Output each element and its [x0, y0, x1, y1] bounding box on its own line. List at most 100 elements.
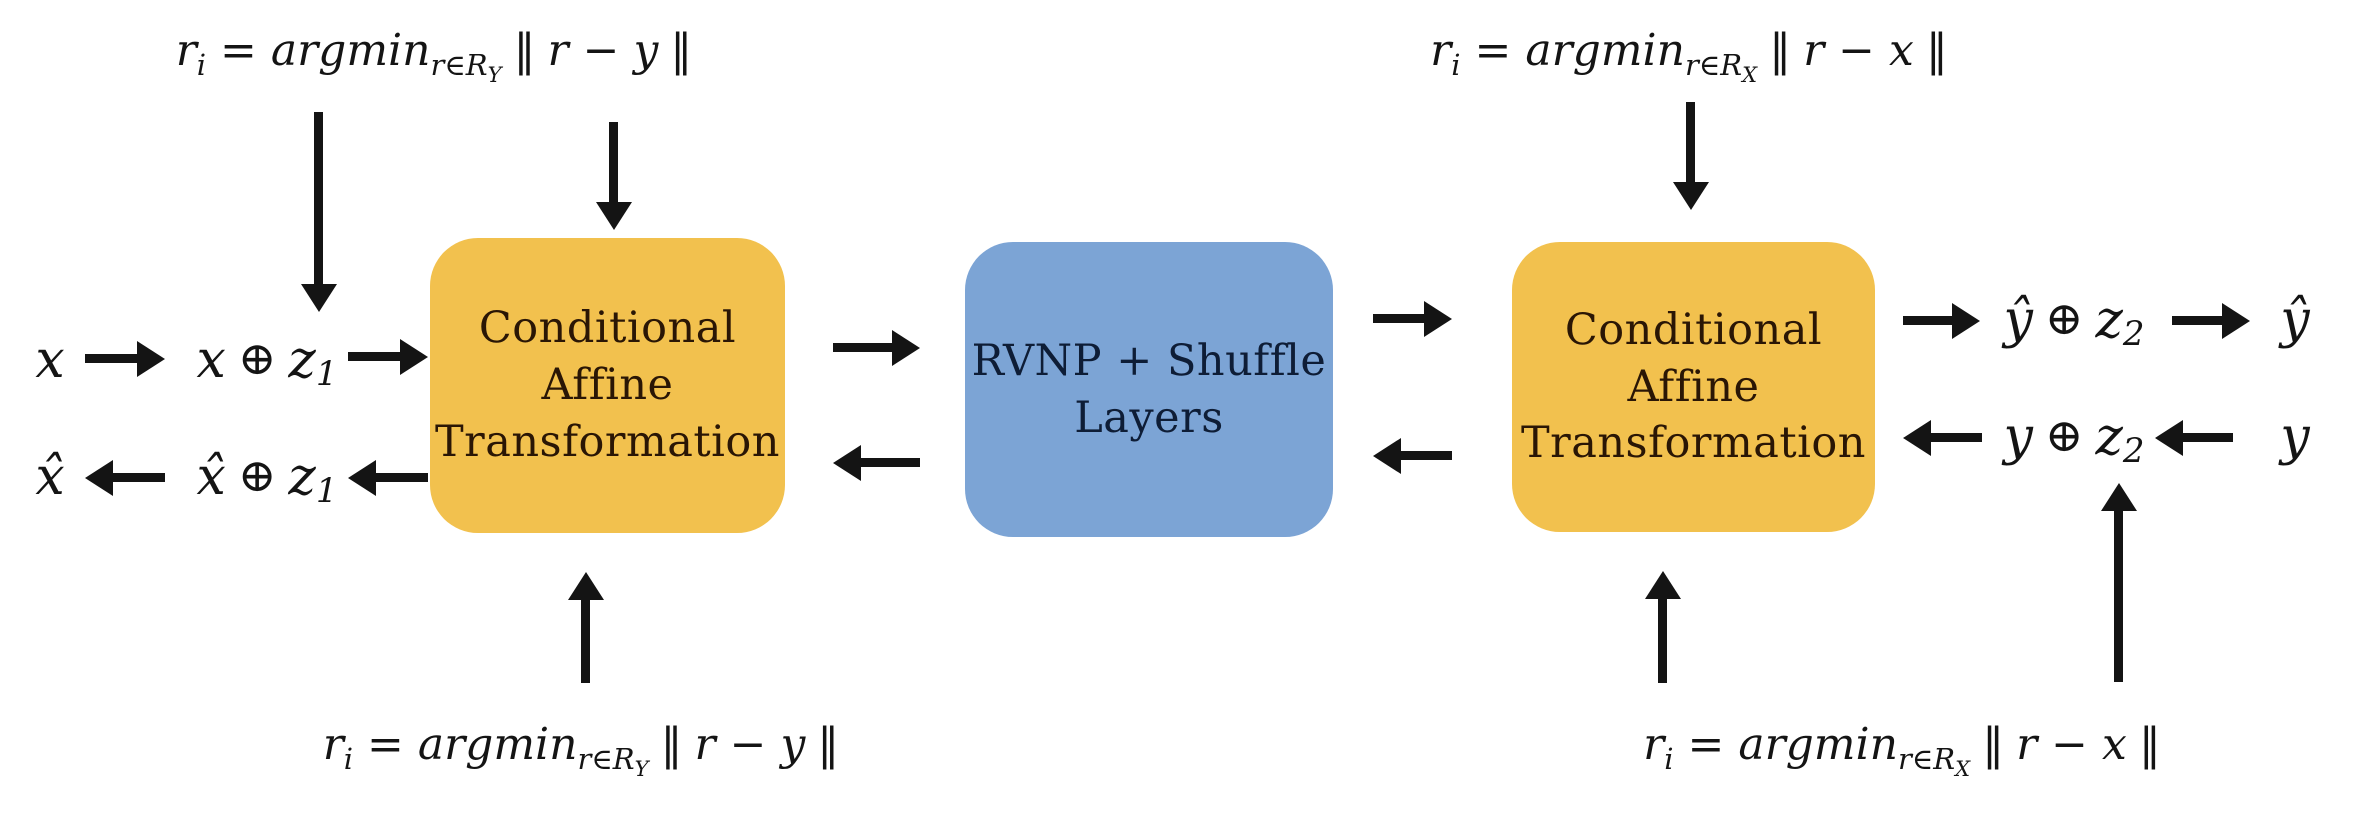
equals-sign: =	[1687, 719, 1725, 770]
norm-bar: ‖	[1925, 25, 1948, 76]
equals-sign: =	[220, 25, 257, 76]
var-z: z	[288, 447, 316, 507]
norm-bar: ‖	[670, 25, 693, 76]
label-y-hat-output: ŷ	[2250, 285, 2340, 355]
var-z: z	[288, 330, 316, 390]
formula-cond: r∈R	[577, 741, 635, 776]
minus-sign: −	[2051, 719, 2088, 770]
arrow-y-to-y-xor	[2183, 433, 2233, 442]
var-z-sub: 2	[2122, 431, 2145, 471]
box-label-line: Transformation	[434, 416, 781, 467]
formula-target: y	[633, 25, 659, 76]
var-y: y	[2280, 407, 2310, 467]
arrow-formula-topright-to-right-box	[1686, 102, 1695, 182]
arrow-formula-bottomright-to-right-box	[1658, 599, 1667, 683]
formula-lhs-sub: i	[343, 741, 354, 776]
norm-bar: ‖	[817, 719, 840, 770]
norm-bar: ‖	[660, 719, 683, 770]
formula-cond: r∈R	[1897, 741, 1956, 776]
box-label-line: RVNP + Shuffle	[971, 335, 1327, 386]
xor-icon: ⊕	[2044, 408, 2084, 462]
var-x: x	[196, 330, 226, 390]
label-y-input: y	[2250, 402, 2340, 472]
box-conditional-affine-left: Conditional Affine Transformation	[430, 238, 785, 533]
box-rvnp-shuffle-layers-label: RVNP + Shuffle Layers	[972, 333, 1327, 447]
formula-lhs-sub: i	[1664, 741, 1674, 776]
var-y-hat: ŷ	[2003, 290, 2033, 350]
formula-var: r	[2016, 719, 2038, 770]
label-x-input: x	[10, 325, 90, 395]
minus-sign: −	[582, 25, 620, 76]
formula-lhs: r	[1430, 25, 1452, 76]
xor-icon: ⊕	[2044, 291, 2084, 345]
var-x-hat: x̂	[35, 447, 65, 507]
box-label-line: Affine	[541, 360, 674, 411]
box-conditional-affine-right: Conditional Affine Transformation	[1512, 242, 1875, 532]
arrow-formula-topleft-to-left-box	[609, 122, 618, 202]
box-label-line: Layers	[1074, 392, 1224, 443]
arrow-y-xor-to-right-box	[1931, 433, 1982, 442]
formula-argmin: argmin	[270, 25, 431, 76]
arrow-x-xor-to-left-box	[348, 352, 400, 361]
arrow-formula-bottomright-to-y-xor	[2114, 511, 2123, 682]
box-rvnp-shuffle-layers: RVNP + Shuffle Layers	[965, 242, 1333, 537]
minus-sign: −	[1838, 25, 1875, 76]
arrow-rvnp-to-left-box	[861, 458, 920, 467]
box-label-line: Conditional	[1564, 304, 1823, 355]
norm-bar: ‖	[1982, 719, 2005, 770]
formula-cond: r∈R	[1684, 47, 1743, 82]
formula-cond-sub: X	[1742, 62, 1758, 87]
var-z-sub: 1	[315, 354, 338, 394]
var-y-hat: ŷ	[2280, 290, 2310, 350]
arrow-right-box-to-y-hat-xor	[1903, 316, 1952, 325]
formula-var: r	[694, 719, 716, 770]
norm-bar: ‖	[513, 25, 536, 76]
var-z-sub: 2	[2122, 314, 2145, 354]
formula-argmin: argmin	[417, 719, 578, 770]
formula-target: x	[1889, 25, 1914, 76]
box-label-line: Transformation	[1520, 418, 1867, 469]
box-label-line: Conditional	[478, 303, 737, 354]
arrow-formula-bottomleft-to-left-box	[581, 600, 590, 683]
formula-cond: r∈R	[430, 47, 488, 82]
formula-argmin: argmin	[1738, 719, 1898, 770]
norm-bar: ‖	[1769, 25, 1792, 76]
box-conditional-affine-right-label: Conditional Affine Transformation	[1521, 302, 1866, 472]
arrow-left-box-to-x-hat-xor	[376, 473, 428, 482]
var-y: y	[2003, 407, 2033, 467]
arrow-left-box-to-rvnp	[833, 343, 892, 352]
box-conditional-affine-left-label: Conditional Affine Transformation	[435, 300, 780, 470]
formula-bottom-left: ri=argminr∈RY‖r−y‖	[237, 706, 937, 784]
minus-sign: −	[729, 719, 767, 770]
formula-var: r	[547, 25, 569, 76]
arrow-formula-topleft-to-x-xor	[314, 112, 323, 284]
var-z: z	[2095, 407, 2123, 467]
xor-icon: ⊕	[237, 448, 277, 502]
xor-icon: ⊕	[237, 331, 277, 385]
norm-bar: ‖	[2138, 719, 2161, 770]
arrow-right-box-to-rvnp	[1401, 451, 1452, 460]
equals-sign: =	[367, 719, 404, 770]
formula-top-left: ri=argminr∈RY‖r−y‖	[90, 12, 790, 90]
formula-lhs-sub: i	[196, 47, 207, 82]
arrow-y-hat-xor-to-y-hat	[2172, 316, 2222, 325]
arrow-x-to-x-xor	[85, 354, 137, 363]
formula-cond-sub: X	[1955, 756, 1971, 781]
arrow-x-hat-xor-to-x-hat	[113, 473, 165, 482]
var-x-hat: x̂	[196, 447, 226, 507]
formula-lhs: r	[322, 719, 344, 770]
formula-lhs: r	[175, 25, 197, 76]
formula-cond-sub: Y	[634, 756, 649, 781]
formula-var: r	[1803, 25, 1825, 76]
arrow-rvnp-to-right-box	[1373, 314, 1424, 323]
formula-lhs: r	[1643, 719, 1665, 770]
formula-top-right: ri=argminr∈RX‖r−x‖	[1345, 12, 2045, 90]
var-x: x	[35, 330, 65, 390]
label-x-hat-output: x̂	[10, 442, 90, 512]
formula-target: y	[780, 719, 806, 770]
